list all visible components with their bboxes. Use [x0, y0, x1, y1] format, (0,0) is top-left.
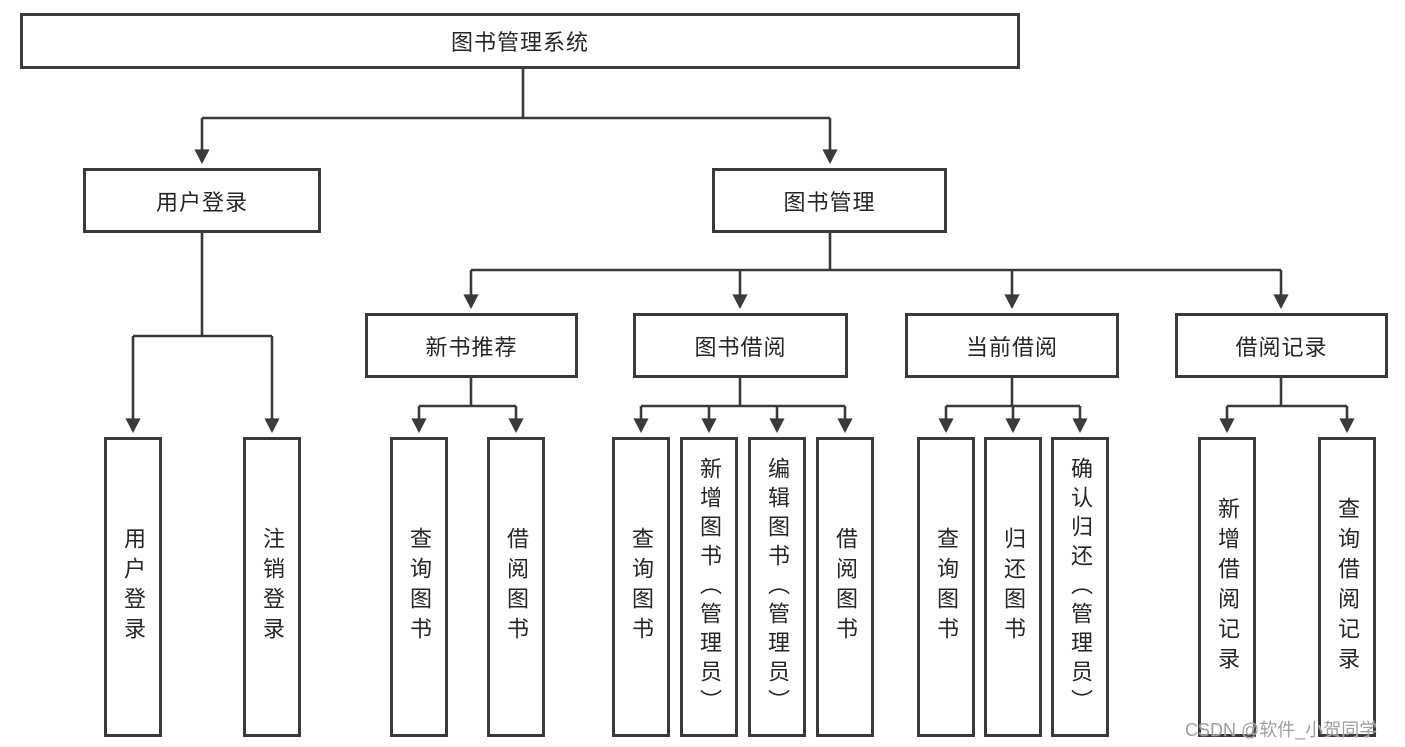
node-label: 借阅图书	[833, 527, 858, 647]
node-current-borrowing: 当前借阅	[905, 313, 1119, 378]
leaf-logout-login: 注销登录	[243, 437, 301, 737]
node-label: 用户登录	[121, 527, 146, 647]
leaf-records-query-borrow-record: 查询借阅记录	[1318, 437, 1376, 737]
leaf-user-login: 用户登录	[104, 437, 162, 737]
node-root-library-system: 图书管理系统	[20, 13, 1020, 69]
node-label: 编辑图书（管理员）	[765, 456, 790, 718]
node-book-borrowing: 图书借阅	[633, 313, 848, 378]
node-label: 查询图书	[934, 527, 959, 647]
node-label: 注销登录	[260, 527, 285, 647]
leaf-borrowing-query-books: 查询图书	[612, 437, 670, 737]
leaf-borrowing-borrow-books: 借阅图书	[816, 437, 874, 737]
leaf-current-query-books: 查询图书	[917, 437, 975, 737]
node-label: 图书管理系统	[450, 30, 589, 55]
node-label: 图书借阅	[694, 334, 787, 360]
leaf-records-add-borrow-record: 新增借阅记录	[1198, 437, 1256, 737]
node-label: 查询借阅记录	[1335, 497, 1360, 677]
node-label: 确认归还（管理员）	[1068, 456, 1093, 718]
node-new-book-recommend: 新书推荐	[365, 313, 578, 378]
node-label: 用户登录	[155, 189, 248, 215]
leaf-current-confirm-return-admin: 确认归还（管理员）	[1051, 437, 1109, 737]
node-borrow-records: 借阅记录	[1175, 313, 1388, 378]
node-label: 新增借阅记录	[1215, 497, 1240, 677]
leaf-current-return-books: 归还图书	[984, 437, 1042, 737]
node-book-management: 图书管理	[712, 168, 947, 233]
node-label: 查询图书	[629, 527, 654, 647]
node-user-login-group: 用户登录	[83, 168, 321, 233]
leaf-newbook-query-books: 查询图书	[390, 437, 448, 737]
node-label: 图书管理	[783, 189, 876, 215]
node-label: 新增图书（管理员）	[697, 456, 722, 718]
node-label: 新书推荐	[425, 334, 518, 360]
node-label: 当前借阅	[965, 334, 1058, 360]
leaf-borrowing-edit-books-admin: 编辑图书（管理员）	[748, 437, 806, 737]
node-label: 借阅记录	[1235, 334, 1328, 360]
node-label: 借阅图书	[504, 527, 529, 647]
node-label: 归还图书	[1001, 527, 1026, 647]
leaf-borrowing-add-books-admin: 新增图书（管理员）	[680, 437, 738, 737]
node-label: 查询图书	[407, 527, 432, 647]
csdn-watermark: CSDN @软件_小贺同学	[1185, 720, 1378, 740]
leaf-newbook-borrow-books: 借阅图书	[487, 437, 545, 737]
